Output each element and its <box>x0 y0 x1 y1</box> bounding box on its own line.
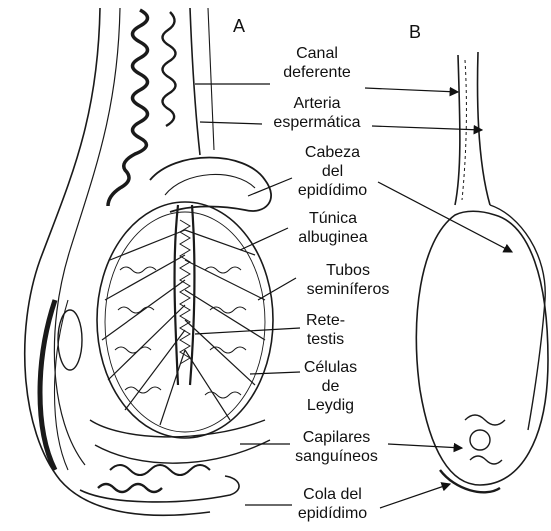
panel-label-a: A <box>233 16 245 37</box>
label-tunica-albuginea: Túnica albuginea <box>283 209 383 247</box>
label-canal-deferente: Canal deferente <box>262 44 372 82</box>
pointer-capilares-b <box>388 444 462 448</box>
label-capilares-sanguineos: Capilares sanguíneos <box>284 428 389 466</box>
pointer-tubos <box>258 278 296 300</box>
label-cabeza-epididimo: Cabeza del epidídimo <box>285 143 380 200</box>
label-rete-testis: Rete- testis <box>288 311 363 349</box>
label-celulas-leydig: Células de Leydig <box>288 358 373 415</box>
pointer-arteria-a <box>200 122 262 124</box>
pointer-tunica <box>240 228 288 250</box>
pointer-canal-b <box>365 88 458 92</box>
pointer-arteria-b <box>372 126 482 130</box>
label-tubos-seminiferos: Tubos seminíferos <box>293 261 403 299</box>
pointer-cola-b <box>380 484 450 508</box>
label-arteria-espermatica: Arteria espermática <box>262 94 372 132</box>
panel-label-b: B <box>409 22 421 43</box>
figure-b-drawing <box>416 52 548 492</box>
pointer-cabeza-b <box>378 182 512 252</box>
label-cola-epididimo: Cola del epidídimo <box>285 485 380 523</box>
